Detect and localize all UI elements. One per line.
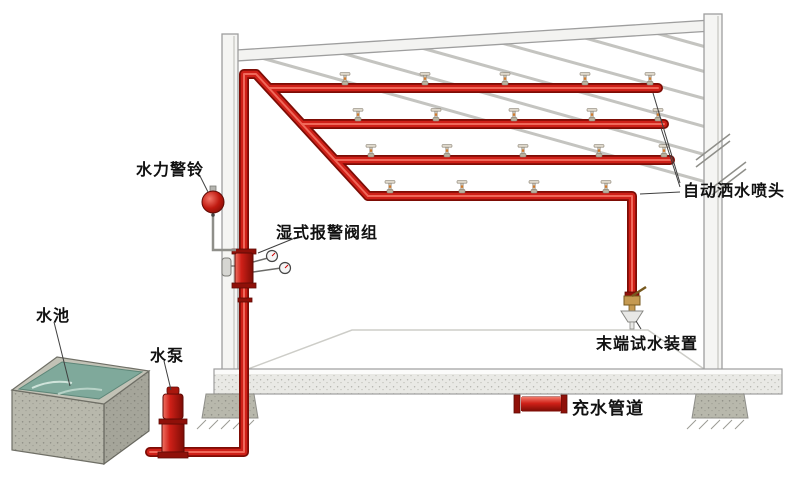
- leader-lines: [53, 92, 681, 391]
- label-legend-water-filled-pipe: 充水管道: [572, 399, 644, 418]
- left-column: [221, 33, 239, 381]
- floor-slab: [213, 368, 783, 395]
- label-auto-sprinkler-heads: 自动洒水喷头: [683, 183, 786, 200]
- room-interior-lines: [247, 329, 705, 370]
- label-water-pump: 水泵: [150, 348, 185, 365]
- end-test-device: [620, 285, 647, 330]
- water-tank: [10, 356, 151, 466]
- pipes-highlight: [149, 73, 671, 453]
- water-surface: [17, 361, 144, 400]
- legend-pipe-swatch: [513, 394, 568, 414]
- label-hydraulic-alarm-bell: 水力警铃: [136, 162, 205, 179]
- label-end-test-device: 末端试水装置: [596, 336, 699, 353]
- column-footings: [196, 393, 749, 430]
- wet-alarm-valve-assembly: [221, 248, 292, 303]
- water-pump: [157, 386, 189, 459]
- hydraulic-alarm-bell: [201, 185, 236, 252]
- label-wet-alarm-valve: 湿式报警阀组: [276, 225, 379, 242]
- break-marks: [695, 133, 747, 196]
- bell-icon: [201, 190, 225, 214]
- label-water-pool: 水池: [36, 308, 71, 325]
